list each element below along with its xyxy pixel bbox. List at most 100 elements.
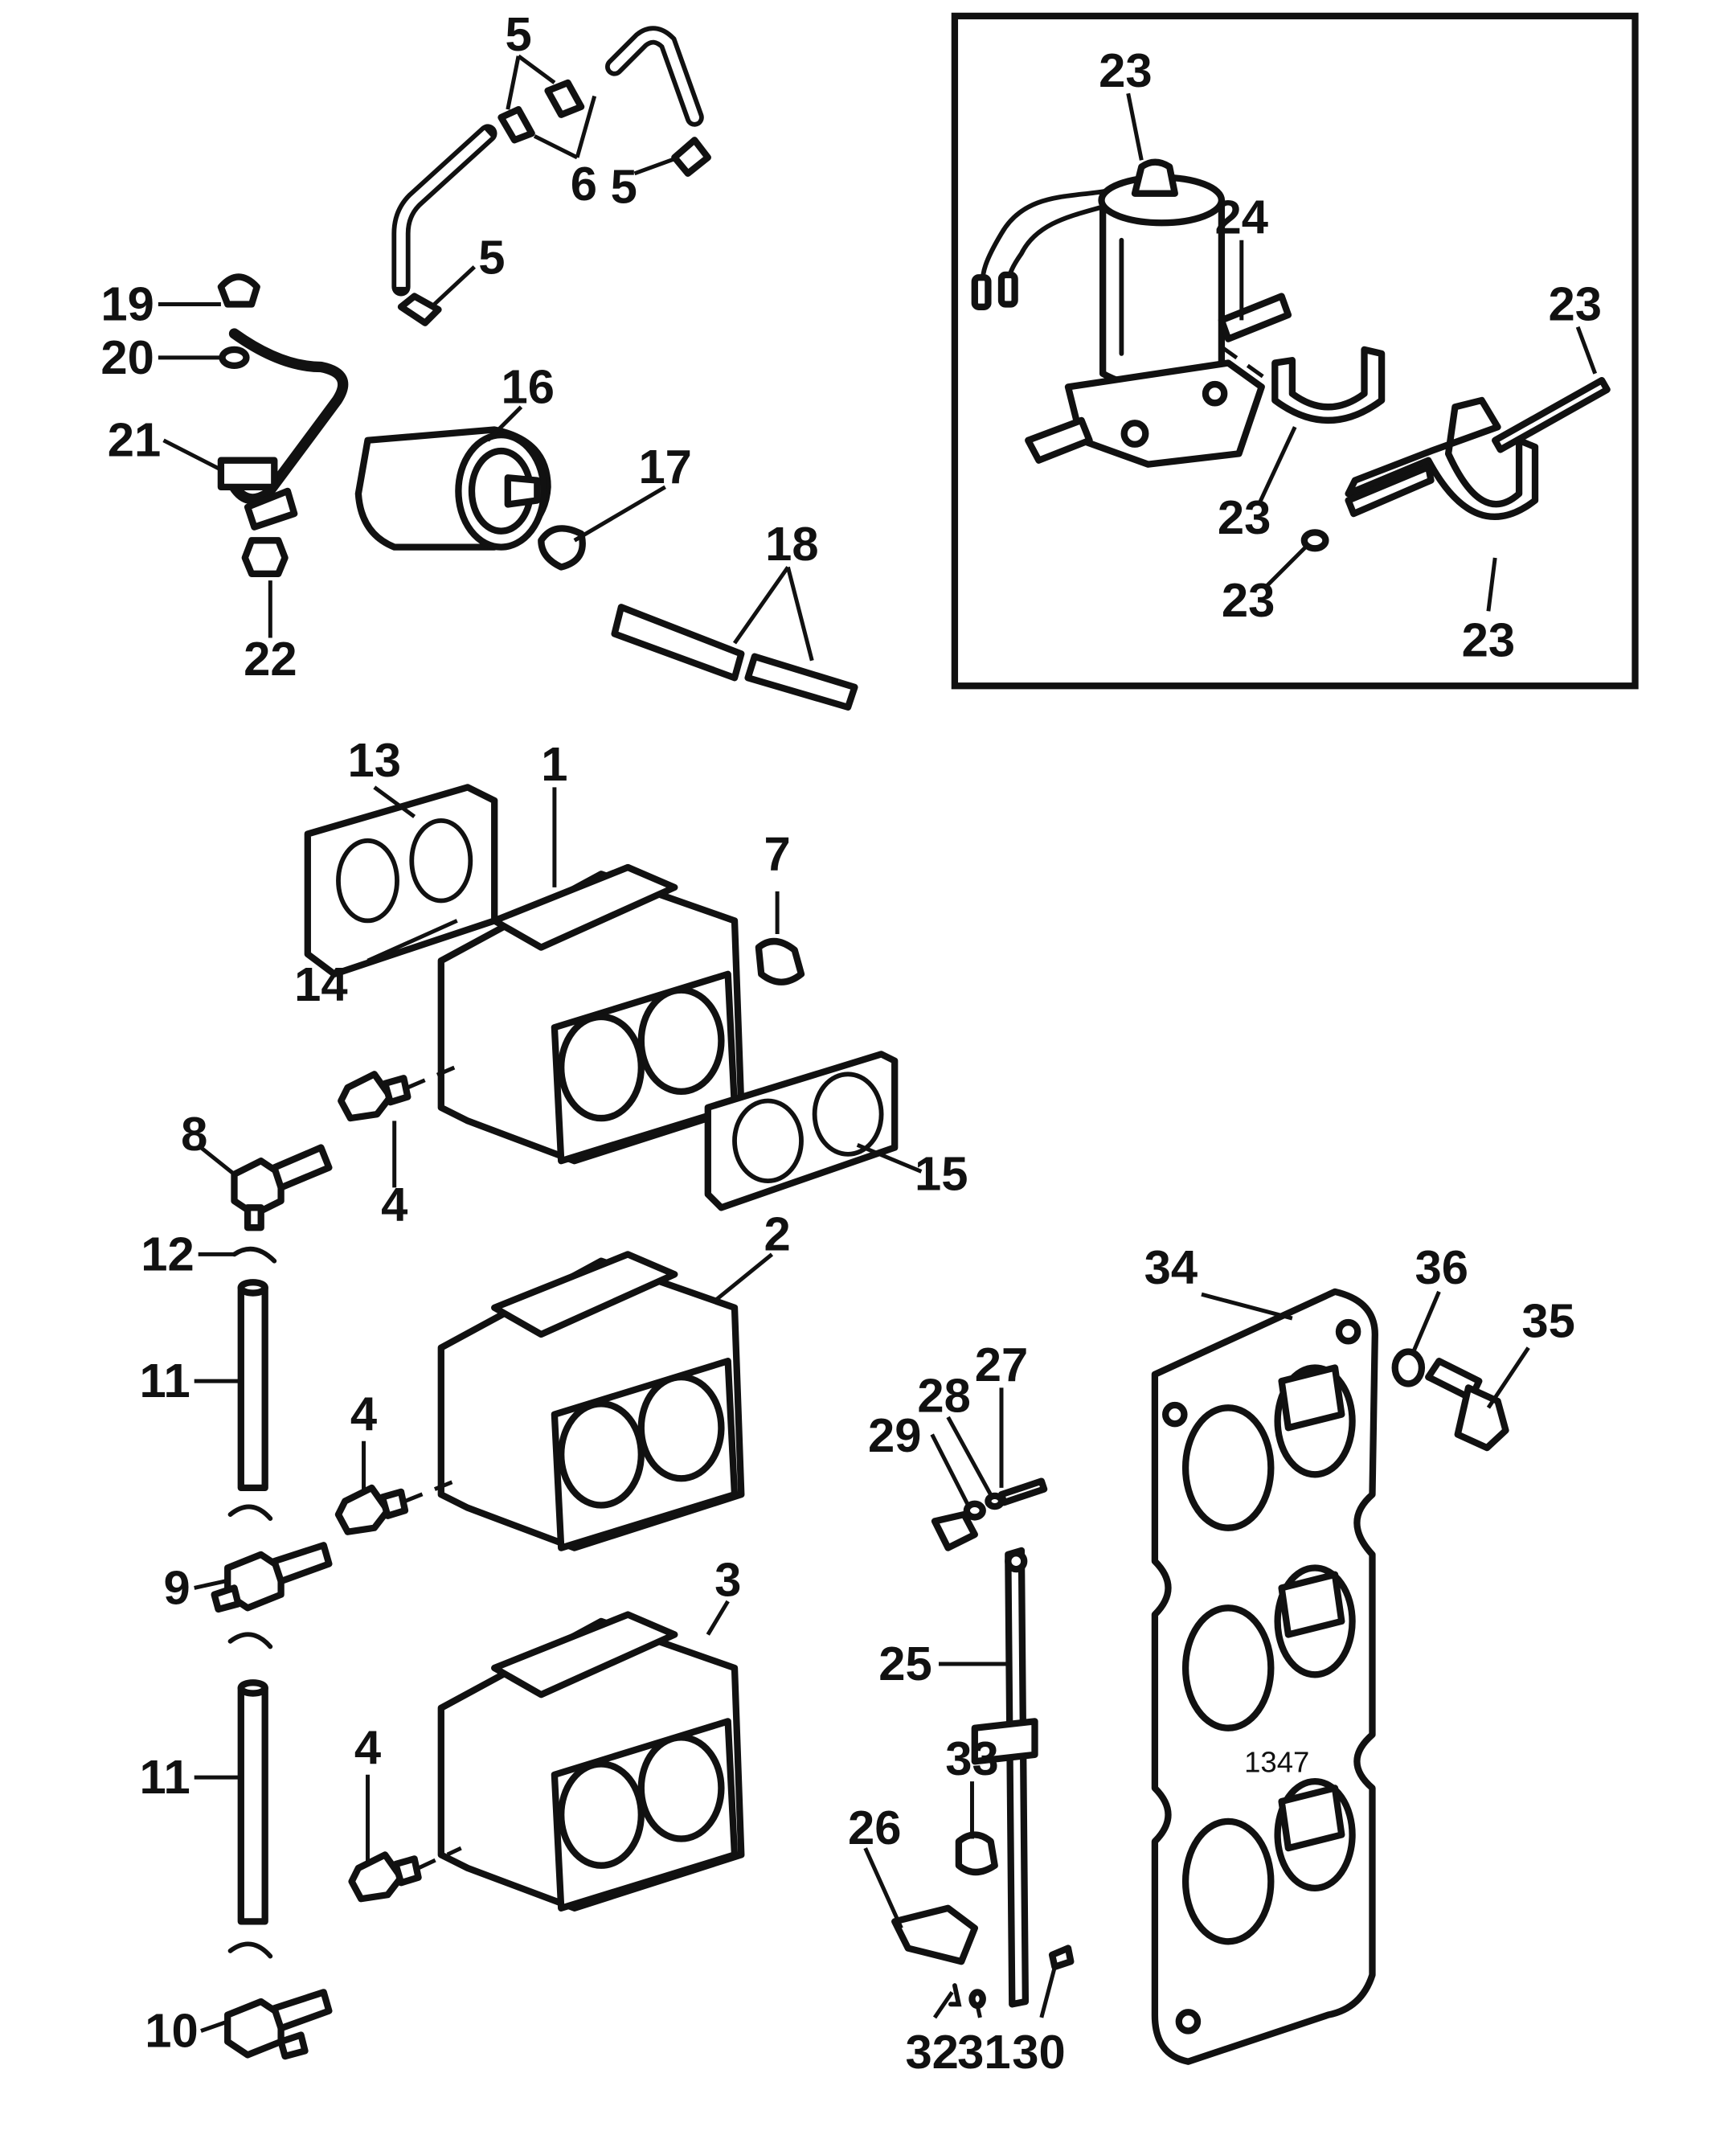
- wire-terminal: [997, 271, 1018, 308]
- filter-screw: [217, 273, 260, 308]
- fuel-hose: [744, 653, 858, 711]
- callout-19: 19: [100, 277, 154, 330]
- callout-2: 2: [764, 1207, 791, 1260]
- callout-23: 23: [1099, 43, 1152, 97]
- pump-wire: [980, 184, 1127, 289]
- manifold-stamp: 1347: [1244, 1745, 1309, 1778]
- elbow-fitting: [497, 105, 535, 144]
- link-screw-27: [997, 1477, 1048, 1506]
- pump-clamp-upper: [1271, 346, 1386, 424]
- callout-5: 5: [611, 159, 637, 213]
- callout-32: 32: [905, 2025, 958, 2079]
- callout-4: 4: [354, 1721, 381, 1775]
- link-lever-26: [891, 1904, 978, 1965]
- callout-29: 29: [868, 1408, 921, 1462]
- callout-17: 17: [638, 440, 691, 494]
- pump-bracket-bolt: [1492, 376, 1611, 453]
- elbow-fitting: [544, 79, 585, 118]
- pump-inlet-fitting: [1025, 416, 1093, 464]
- fuel-filter-assembly: [217, 273, 858, 711]
- hose-clamp: [538, 525, 586, 571]
- callout-20: 20: [100, 330, 154, 384]
- filter-washer: [219, 346, 250, 369]
- callout-15: 15: [915, 1147, 968, 1201]
- link-bracket: [931, 1510, 978, 1551]
- callout-30: 30: [1012, 2025, 1065, 2079]
- callout-21: 21: [108, 413, 161, 467]
- callout-34: 34: [1144, 1240, 1198, 1294]
- wire-terminal: [971, 274, 992, 310]
- callout-labels: 5 6 5 5 19 20 21 22 16 17 18 23 24 23 23…: [100, 7, 1602, 2079]
- manifold-washer-36: [1391, 1348, 1426, 1387]
- link-pin-30: [1048, 1944, 1075, 1970]
- pump-bracket-lower: [1345, 396, 1539, 520]
- callout-16: 16: [501, 359, 554, 413]
- callout-23: 23: [1549, 277, 1602, 330]
- callout-23: 23: [1218, 490, 1271, 544]
- callout-23: 23: [1462, 613, 1515, 667]
- pump-motor-cap: [1131, 158, 1178, 197]
- link-cotter-32: [948, 1983, 962, 2007]
- callout-36: 36: [1415, 1240, 1468, 1294]
- callout-1: 1: [541, 737, 567, 791]
- fuel-fitting: [334, 1484, 391, 1535]
- callout-9: 9: [163, 1560, 190, 1614]
- link-lockwasher-28: [985, 1492, 1005, 1510]
- pump-base: [1064, 359, 1265, 468]
- callout-33: 33: [945, 1731, 998, 1785]
- link-washer-31: [968, 1989, 986, 2010]
- link-washer-29: [963, 1500, 986, 1521]
- link-rod-25: [1005, 1547, 1030, 2008]
- carburetor-3: [437, 1611, 745, 1912]
- fuel-hose: [611, 604, 745, 682]
- callout-35: 35: [1521, 1293, 1574, 1347]
- callout-11: 11: [140, 1354, 190, 1408]
- callout-8: 8: [181, 1107, 207, 1161]
- callout-4: 4: [381, 1178, 407, 1231]
- callout-7: 7: [764, 826, 791, 880]
- intake-manifold-plate: 1347: [1151, 1288, 1509, 2065]
- callout-5: 5: [505, 7, 531, 61]
- callout-13: 13: [348, 733, 401, 787]
- callout-18: 18: [765, 517, 818, 571]
- elbow-fitting: [671, 137, 711, 177]
- fuel-fitting: [348, 1851, 405, 1903]
- callout-3: 3: [714, 1552, 741, 1606]
- pump-washer: [1300, 529, 1329, 552]
- callout-28: 28: [917, 1368, 970, 1422]
- callout-10: 10: [145, 2003, 198, 2057]
- callout-23: 23: [1222, 573, 1275, 627]
- elbow-fitting-8: [231, 1158, 285, 1218]
- fuel-distribution: [211, 1144, 333, 2060]
- callout-4: 4: [350, 1387, 377, 1441]
- filter-nut: [241, 537, 289, 577]
- callout-26: 26: [848, 1801, 901, 1854]
- clip-12: [231, 1246, 277, 1264]
- carburetor-1: [304, 784, 899, 1211]
- pump-outlet-fitting: [1218, 293, 1292, 342]
- callout-6: 6: [571, 157, 597, 211]
- callout-11: 11: [140, 1750, 190, 1804]
- fuel-fitting: [338, 1071, 394, 1122]
- inset-frame: [951, 12, 1639, 690]
- fuel-pump-assembly: [971, 158, 1611, 552]
- carb-spring: [755, 937, 805, 986]
- callout-14: 14: [294, 957, 347, 1011]
- callout-27: 27: [975, 1338, 1028, 1391]
- callout-25: 25: [878, 1637, 931, 1690]
- link-bushing-33: [955, 1831, 998, 1876]
- carburetor-2: [437, 1251, 745, 1551]
- fitting-4-group: [334, 1065, 462, 1903]
- fuel-line-tube: [391, 124, 497, 297]
- callout-24: 24: [1215, 191, 1268, 244]
- callout-31: 31: [957, 2025, 1010, 2079]
- leader-lines: [158, 54, 1598, 2033]
- fuel-tube-11: [237, 1684, 268, 1925]
- callout-22: 22: [244, 632, 297, 686]
- fuel-line-assembly: [391, 26, 711, 326]
- elbow-fitting: [397, 293, 442, 326]
- callout-12: 12: [141, 1227, 194, 1281]
- fuel-tube-11: [237, 1284, 268, 1492]
- throttle-linkage: [891, 1477, 1075, 2010]
